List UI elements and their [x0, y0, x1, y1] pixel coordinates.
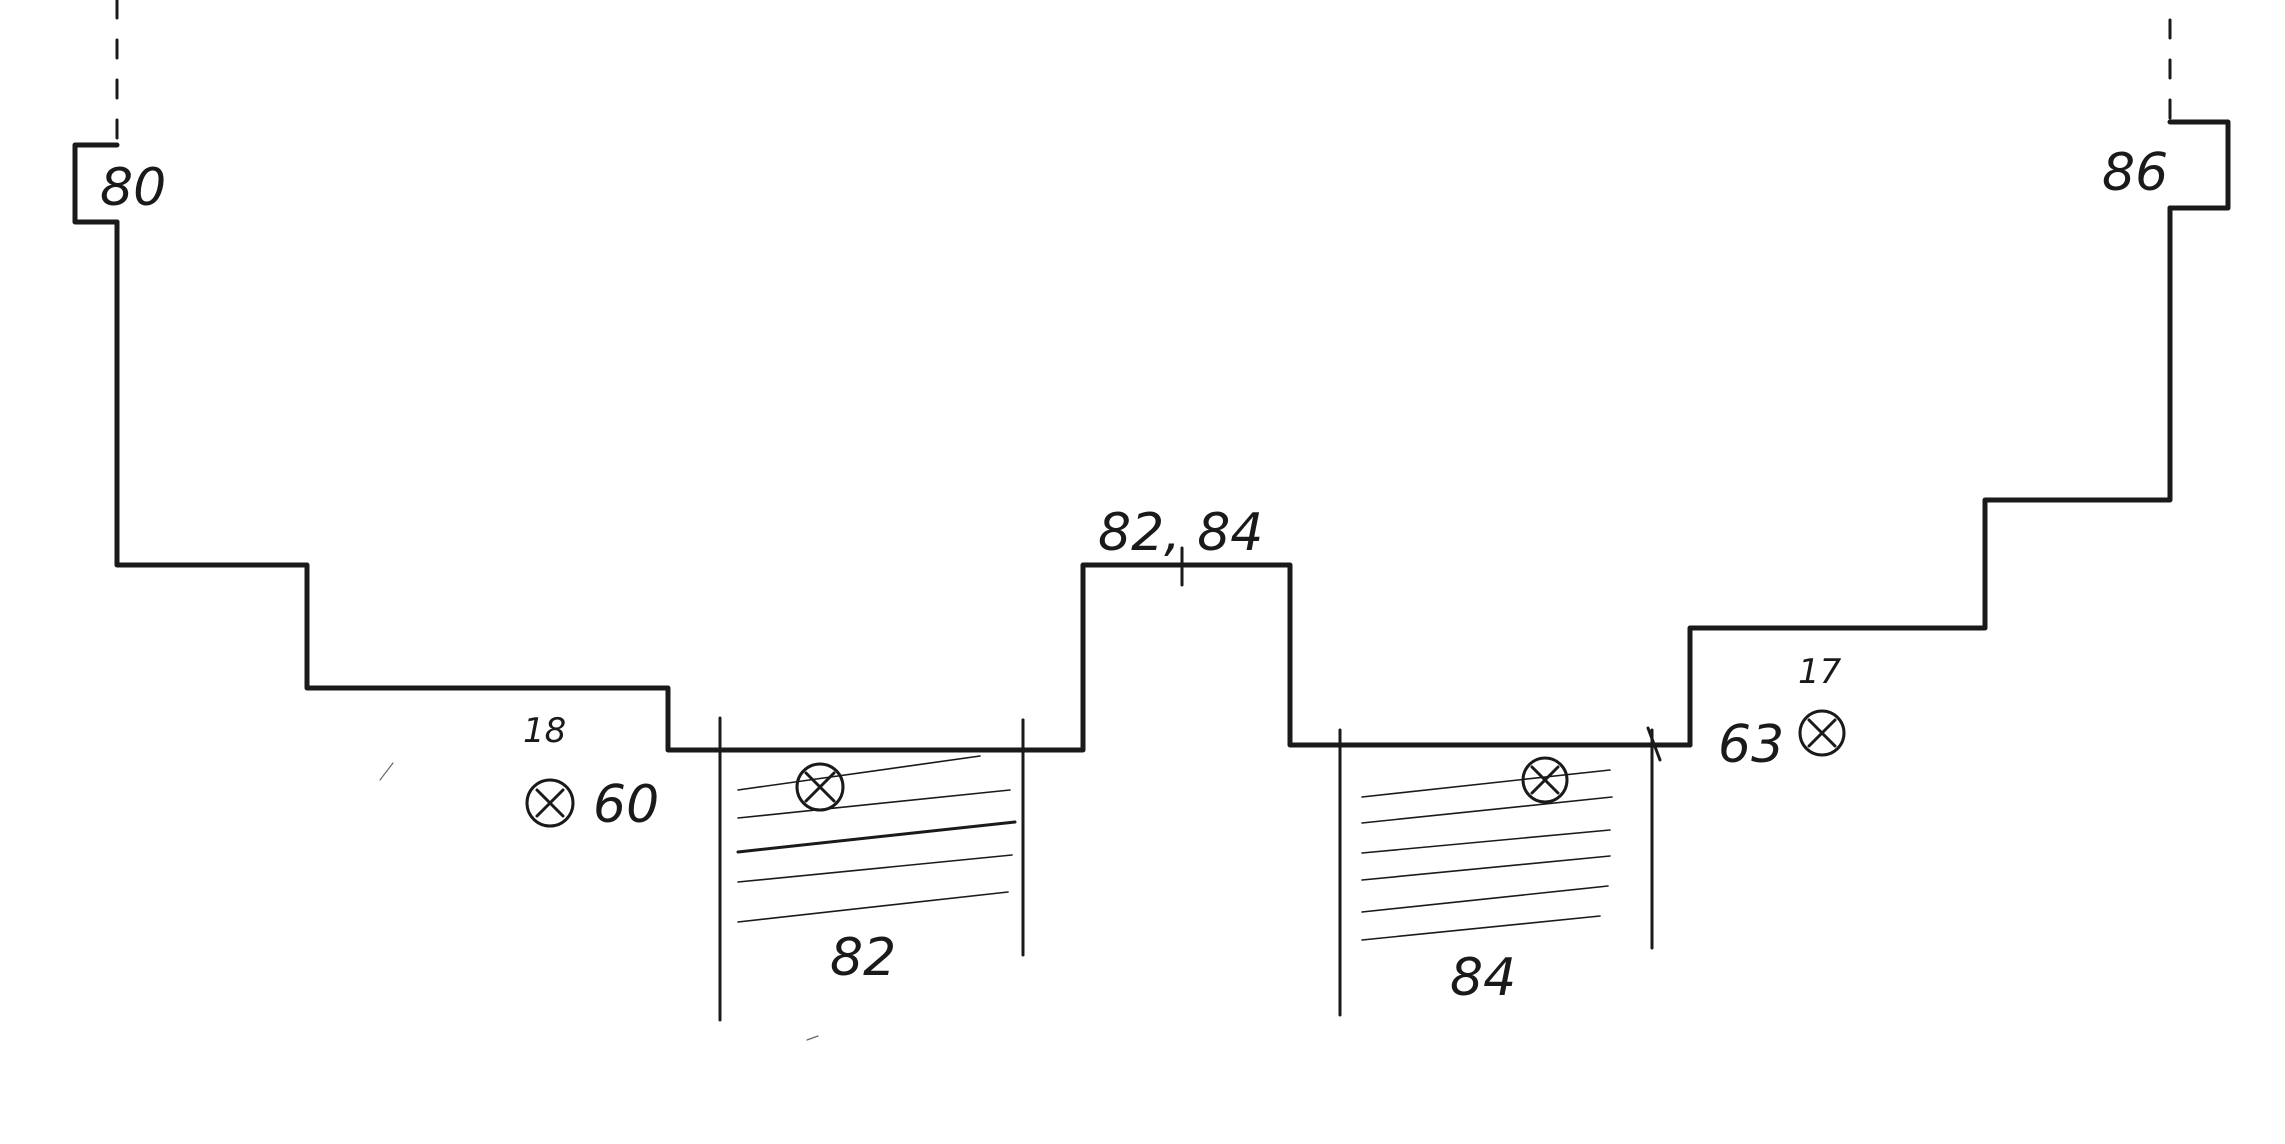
label-82-84: 82, 84	[1098, 503, 1263, 563]
stepped-profile-right	[1687, 205, 2173, 748]
label-84-pad: 84	[1450, 948, 1516, 1008]
marker-18-icon	[525, 778, 575, 828]
left-pad-region	[718, 716, 1025, 1022]
marker-left-pad-icon	[795, 762, 845, 812]
label-80: 80	[100, 158, 166, 218]
right-pad-region	[1338, 726, 1662, 1017]
label-63: 63	[1718, 715, 1784, 775]
marker-right-pad-icon	[1521, 756, 1569, 804]
stray-mark-bottom	[806, 1035, 819, 1041]
label-17: 17	[1798, 652, 1842, 692]
stray-mark-left	[379, 762, 394, 781]
label-82-pad: 82	[830, 928, 896, 988]
label-60: 60	[593, 775, 659, 835]
stepped-profile-left	[114, 219, 1693, 753]
right-wall-bracket	[2167, 119, 2231, 211]
label-86: 86	[2102, 143, 2168, 203]
label-18: 18	[523, 711, 566, 751]
marker-17-icon	[1798, 709, 1846, 757]
left-wall-bracket	[72, 142, 120, 225]
